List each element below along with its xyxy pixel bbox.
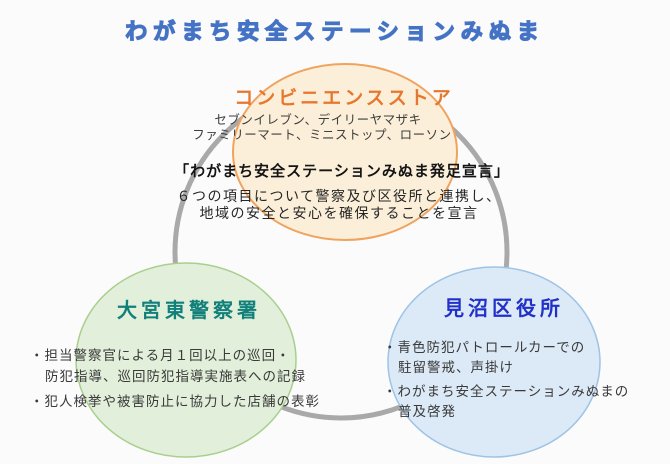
declaration-line1: ６つの項目について警察及び区役所と連携し、 (176, 188, 502, 204)
convenience-title: コンビニエンスストア (234, 88, 454, 109)
declaration-line2: 地域の安全と安心を確保することを宣言 (199, 205, 479, 221)
police-bullet1-line2: 防犯指導、巡回防犯指導実施表への記録 (45, 369, 306, 384)
page-title: わがまち安全ステーションみぬま (125, 18, 545, 44)
declaration-heading: 「わがまち安全ステーションみぬま発足宣言」 (174, 163, 510, 180)
police-bullet2: ・犯人検挙や被害防止に協力した店舗の表彰 (30, 394, 320, 409)
police-title: 大宮東警察署 (117, 300, 261, 322)
convenience-circle (232, 63, 458, 241)
convenience-stores-line2: ファミリーマート、ミニストップ、ローソン (192, 128, 452, 142)
convenience-stores-line1: セブンイレブン、デイリーヤマザキ (214, 113, 422, 127)
ward-bullet1-line1: ・青色防犯パトロールカーでの (383, 340, 586, 355)
police-bullet1-line1: ・担当警察官による月１回以上の巡回・ (30, 348, 291, 363)
police-circle (75, 262, 297, 458)
ward-bullet1-line2: 駐留警戒、声掛け (398, 360, 514, 375)
ward-bullet2-line1: ・わがまち安全ステーションみぬまの (383, 384, 630, 399)
ward-bullet2-line2: 普及啓発 (398, 404, 456, 419)
ward-title: 見沼区役所 (444, 298, 564, 320)
ward-circle (387, 266, 601, 458)
